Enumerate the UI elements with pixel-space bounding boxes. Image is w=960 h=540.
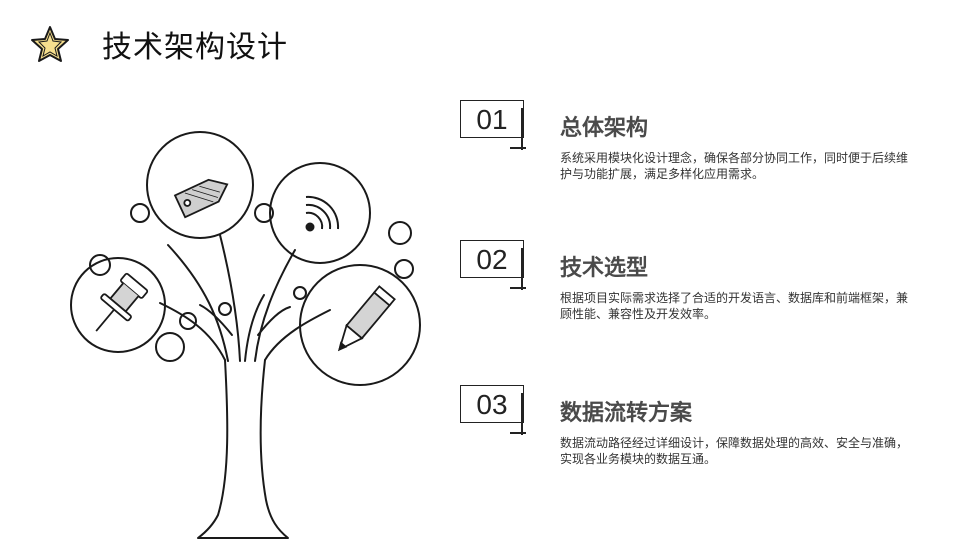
tree-illustration [70, 131, 421, 539]
number-badge: 02 [460, 240, 524, 278]
number-badge: 03 [460, 385, 524, 423]
item-description: 系统采用模块化设计理念，确保各部分协同工作，同时便于后续维护与功能扩展，满足多样… [560, 151, 909, 181]
list-item: 03 数据流转方案 数据流动路径经过详细设计，保障数据处理的高效、安全与准确，实… [460, 385, 930, 505]
item-description: 根据项目实际需求选择了合适的开发语言、数据库和前端框架，兼顾性能、兼容性及开发效… [560, 291, 909, 321]
rss-icon [305, 195, 340, 232]
badge-tick [510, 147, 526, 149]
list-item: 01 总体架构 系统采用模块化设计理念，确保各部分协同工作，同时便于后续维护与功… [460, 100, 930, 220]
badge-tick [510, 287, 526, 289]
pin-icon [95, 272, 149, 332]
badge-tick [510, 432, 526, 434]
tag-icon [173, 178, 229, 219]
star-icon [31, 26, 69, 62]
pencil-icon [337, 285, 396, 352]
badge-tick [521, 108, 523, 150]
list-item: 02 技术选型 根据项目实际需求选择了合适的开发语言、数据库和前端框架，兼顾性能… [460, 240, 930, 360]
item-title: 总体架构 [560, 116, 649, 141]
item-title: 数据流转方案 [560, 401, 693, 426]
number-badge: 01 [460, 100, 524, 138]
page-title: 技术架构设计 [102, 30, 288, 65]
item-title: 技术选型 [560, 256, 649, 281]
item-description: 数据流动路径经过详细设计，保障数据处理的高效、安全与准确，实现各业务模块的数据互… [560, 436, 909, 466]
badge-tick [521, 393, 523, 435]
badge-tick [521, 248, 523, 290]
